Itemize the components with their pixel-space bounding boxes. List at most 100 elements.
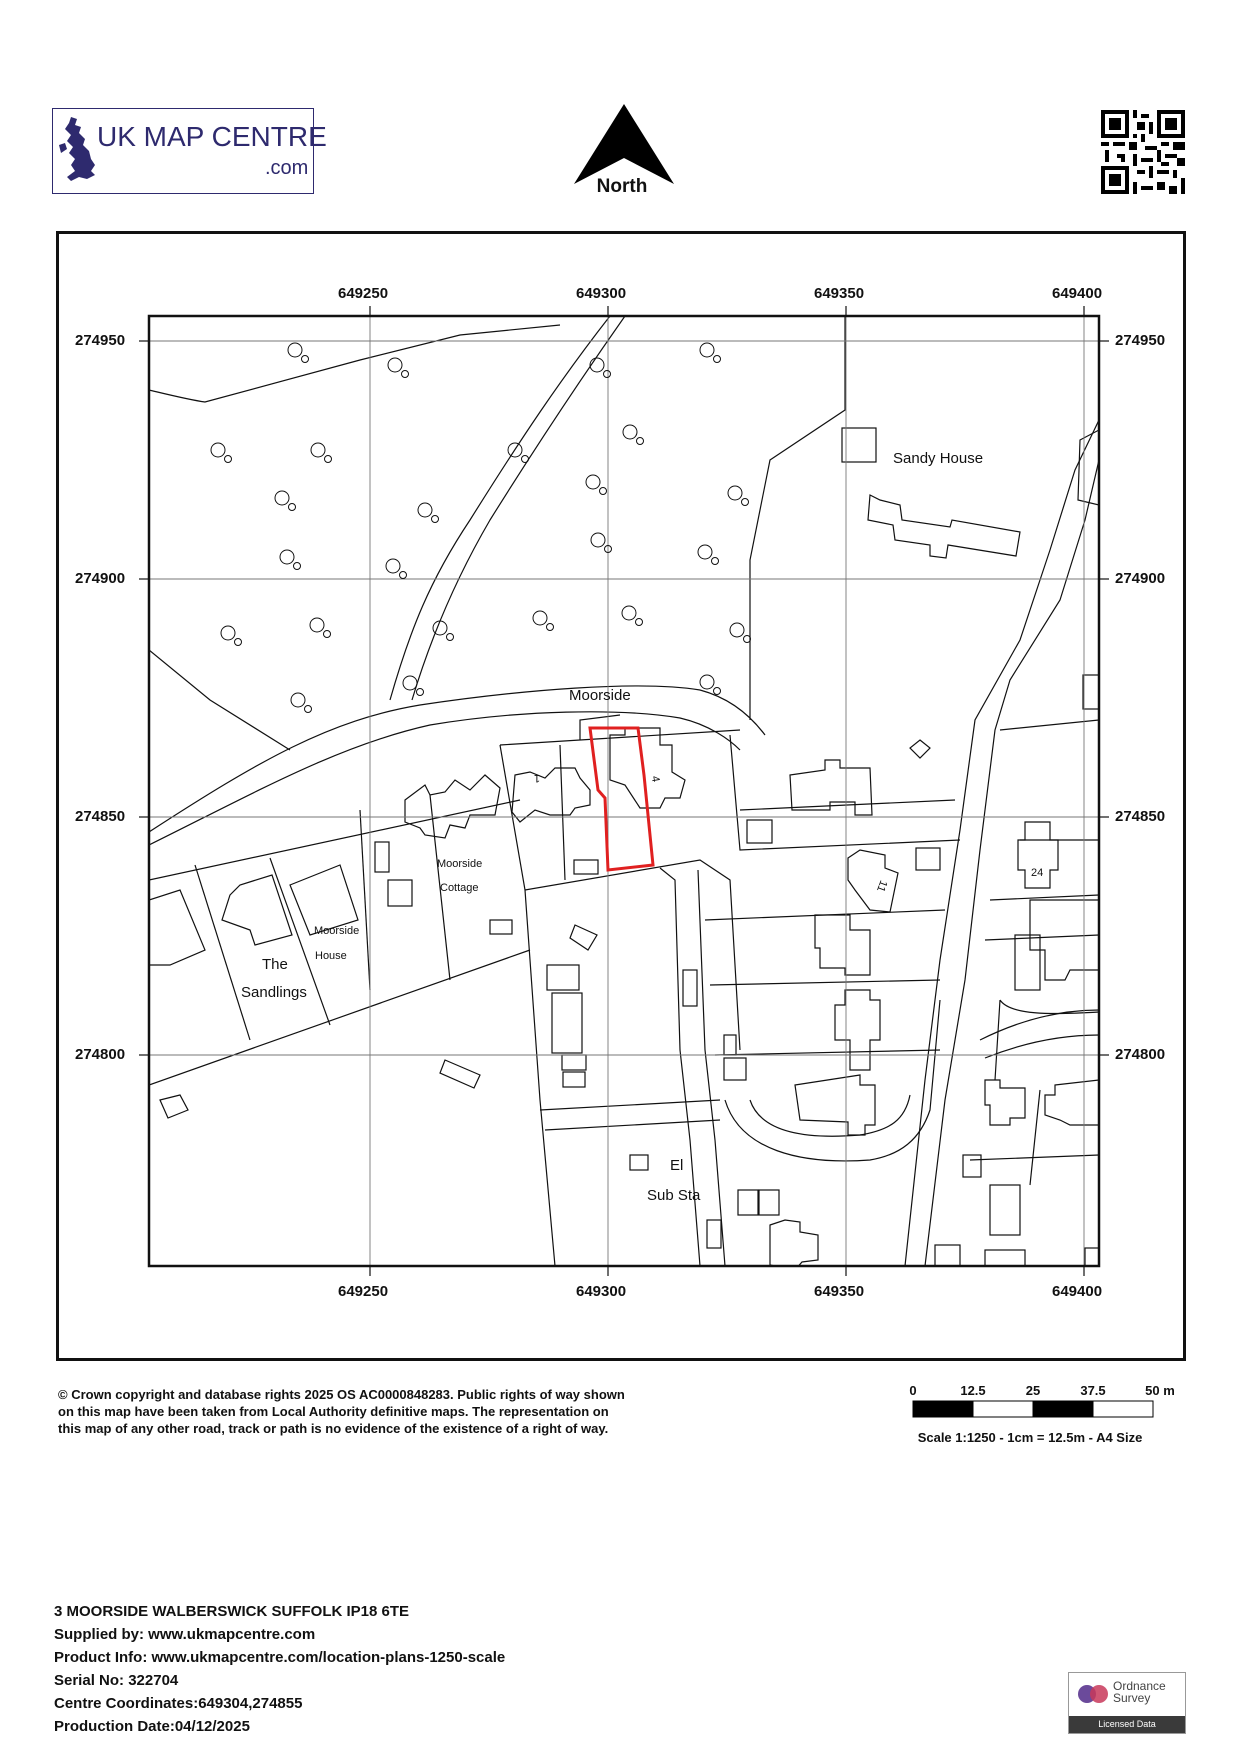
building <box>159 1094 189 1119</box>
serial-value: 322704 <box>128 1672 179 1689</box>
easting-label-top: 649350 <box>814 285 865 302</box>
building <box>737 1189 759 1216</box>
building <box>989 1184 1021 1236</box>
building <box>1077 429 1099 506</box>
building-el-sub-sta <box>629 1154 649 1171</box>
northing-label-right: 274850 <box>1115 808 1166 825</box>
scale-tick-label: 25 <box>1025 1383 1041 1398</box>
building-sandy-house <box>867 494 1021 559</box>
label-house-24: 24 <box>1031 867 1044 879</box>
centre-value: 649304,274855 <box>198 1695 303 1712</box>
uk-silhouette-icon <box>59 117 95 181</box>
site-boundary <box>588 726 655 872</box>
boundary-n <box>729 734 961 851</box>
building <box>814 914 871 976</box>
label-sandy-house: Sandy House <box>893 450 984 467</box>
ordnance-survey-logo-icon <box>1078 1685 1108 1703</box>
boundary-q <box>714 1049 941 1056</box>
boundary-k <box>499 729 741 746</box>
label-sandlings-1: The <box>262 956 288 973</box>
scale-tick-label: 12.5 <box>960 1383 986 1398</box>
building <box>834 989 881 1071</box>
building-24 <box>1017 821 1059 889</box>
building <box>1029 899 1099 981</box>
lane-south <box>659 867 701 1266</box>
easting-label-bottom: 649250 <box>338 1283 389 1300</box>
easting-label-bottom: 649350 <box>814 1283 865 1300</box>
tree-symbols <box>210 342 751 713</box>
map-border <box>147 314 1101 1268</box>
boundary-r <box>739 799 956 811</box>
building <box>706 1219 722 1249</box>
building <box>489 919 513 935</box>
easting-label-bottom: 649400 <box>1052 1283 1103 1300</box>
building <box>758 1189 780 1216</box>
easting-label-top: 649250 <box>338 285 389 302</box>
scale-bar <box>912 1400 1154 1418</box>
building <box>909 739 931 759</box>
building <box>1082 674 1099 710</box>
road-moorside-south <box>149 711 741 846</box>
building <box>404 774 501 839</box>
easting-label-top: 649300 <box>576 285 627 302</box>
boundary-a <box>149 799 521 881</box>
building <box>794 1074 876 1136</box>
label-moorside-cottage-1: Moorside <box>437 858 483 870</box>
field-boundary-1 <box>149 324 561 403</box>
product-row: Product Info: www.ukmapcentre.com/locati… <box>54 1646 505 1669</box>
os-name-line1: Ordnance <box>1113 1679 1166 1693</box>
building <box>569 924 598 951</box>
north-label: North <box>596 176 648 197</box>
serial-label: Serial No: <box>54 1672 125 1689</box>
building <box>769 1219 819 1266</box>
ordnance-survey-badge: Ordnance Survey Licensed Data <box>1068 1672 1186 1734</box>
centre-label: Centre Coordinates: <box>54 1695 199 1712</box>
scale-tick-label: 0 <box>909 1383 917 1398</box>
building <box>984 1079 1026 1126</box>
road-moorside-north <box>149 685 766 833</box>
track-north-2 <box>411 316 626 701</box>
north-arrow-icon <box>574 104 674 184</box>
boundary-f <box>429 794 451 981</box>
boundary-g <box>499 744 556 1266</box>
boundary-c <box>194 864 251 1041</box>
map-frame <box>56 231 1186 1361</box>
boundary-s <box>999 719 1099 731</box>
northing-label-right: 274950 <box>1115 332 1166 349</box>
os-name: Ordnance Survey <box>1113 1680 1166 1704</box>
building <box>221 874 293 946</box>
boundary-m <box>579 714 621 740</box>
uk-map-centre-logo: UK MAP CENTRE .com <box>52 108 327 194</box>
label-house-1: 1 <box>534 772 541 784</box>
copyright-notice: © Crown copyright and database rights 20… <box>58 1387 625 1436</box>
building <box>573 859 599 875</box>
label-el: El <box>670 1157 684 1174</box>
supplied-label: Supplied by: <box>54 1626 144 1643</box>
logo-suffix: .com <box>265 157 309 179</box>
boundary-d <box>269 857 331 1026</box>
building <box>1014 934 1041 991</box>
boundary-h <box>524 859 741 1051</box>
northing-label-right: 274900 <box>1115 570 1166 587</box>
cul-de-sac <box>724 999 941 1162</box>
centre-row: Centre Coordinates:649304,274855 <box>54 1692 505 1715</box>
building <box>439 1059 481 1089</box>
building <box>723 1057 747 1081</box>
northing-label-left: 274900 <box>75 570 126 587</box>
production-value: 04/12/2025 <box>174 1718 250 1735</box>
building <box>746 819 773 844</box>
logo-title: UK MAP CENTRE <box>97 121 327 152</box>
building <box>934 1244 961 1266</box>
northing-label-left: 274950 <box>75 332 126 349</box>
boundary-b <box>149 949 531 1086</box>
field-boundary-2 <box>149 649 291 751</box>
building <box>289 864 359 936</box>
production-label: Production Date: <box>54 1718 175 1735</box>
qr-code-icon <box>1101 110 1185 194</box>
building <box>374 841 390 873</box>
boundary-x <box>994 999 1001 1081</box>
road-east-2 <box>924 459 1099 1266</box>
road-south-east-2 <box>984 1034 1099 1059</box>
northing-label-left: 274850 <box>75 808 126 825</box>
